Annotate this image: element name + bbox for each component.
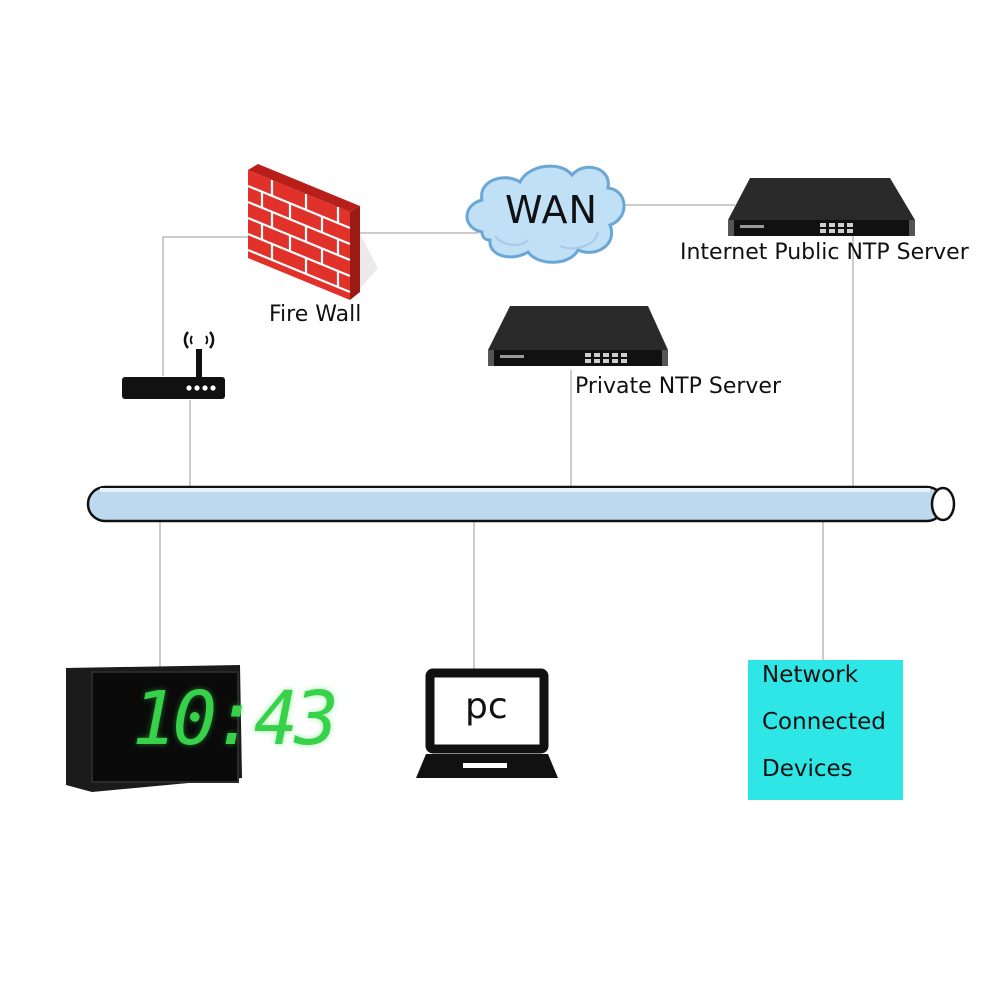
clock-display: 10:43 [132,676,339,762]
digital-clock-icon [66,665,242,792]
pc-label: pc [465,686,508,727]
network-devices-line-1: Network [762,662,859,688]
wan-label: WAN [505,188,598,232]
network-devices-box [748,660,903,800]
edge-firewall-router [162,236,248,376]
laptop-icon [416,668,558,778]
network-devices-line-3: Devices [762,756,853,782]
firewall-label: Fire Wall [269,302,362,327]
firewall-icon [247,164,378,300]
connector-lines [159,204,854,672]
public-ntp-server-label: Internet Public NTP Server [680,240,969,265]
public-ntp-server-icon [728,178,915,236]
network-bus [86,485,956,523]
private-ntp-server-label: Private NTP Server [575,374,781,399]
network-devices-line-2: Connected [762,709,886,735]
router-icon [122,331,225,399]
wan-cloud-icon [465,164,626,264]
private-ntp-server-icon [488,306,668,366]
